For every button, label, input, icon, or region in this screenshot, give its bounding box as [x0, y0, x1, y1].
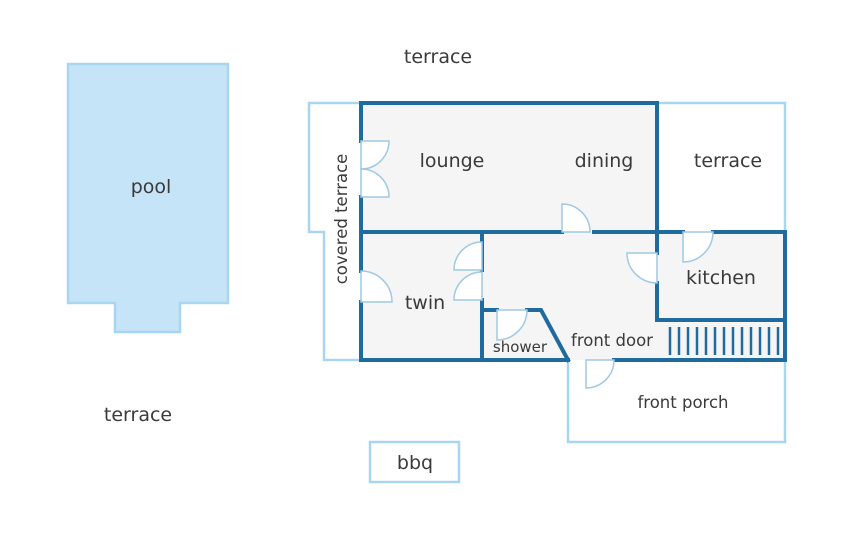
- label-terrace-right: terrace: [694, 150, 762, 172]
- label-shower: shower: [493, 338, 548, 356]
- label-lounge: lounge: [420, 150, 485, 172]
- entrance-steps: [668, 327, 780, 355]
- covered-terrace-outline: [307, 101, 361, 362]
- lounge-dining-floor: [361, 103, 657, 232]
- label-bbq: bbq: [397, 452, 433, 474]
- label-terrace-bottom-left: terrace: [104, 404, 172, 426]
- label-terrace-top: terrace: [404, 46, 472, 68]
- pool-shape: [66, 62, 230, 334]
- doors: [360, 140, 714, 389]
- hall-floor: [482, 232, 785, 360]
- label-front-door: front door: [571, 331, 653, 350]
- kitchen-floor: [657, 232, 785, 320]
- right-terrace-outline: [657, 101, 787, 232]
- label-kitchen: kitchen: [686, 267, 756, 289]
- label-dining: dining: [575, 150, 634, 172]
- bbq-outline: [368, 440, 461, 484]
- label-pool: pool: [131, 176, 172, 198]
- front-porch-outline: [566, 360, 787, 444]
- label-covered-terrace: covered terrace: [332, 154, 351, 285]
- label-twin: twin: [405, 292, 445, 314]
- label-front-porch: front porch: [637, 393, 728, 412]
- walls: [359, 101, 787, 363]
